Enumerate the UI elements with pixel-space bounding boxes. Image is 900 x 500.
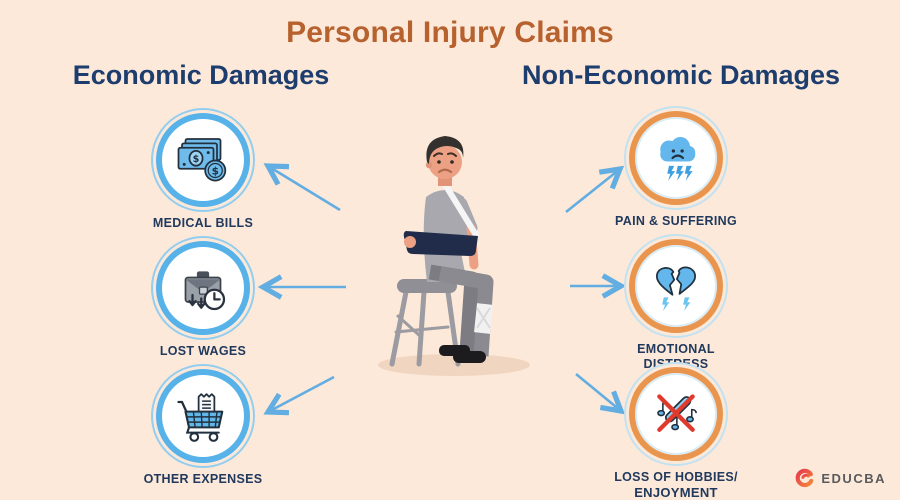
item-label-pain-suffering: PAIN & SUFFERING [615,214,737,228]
item-label-emotional-distress: EMOTIONAL DISTRESS [637,342,715,371]
non-economic-item-pain-suffering: PAIN & SUFFERING [596,111,756,229]
non-economic-damages-heading: Non-Economic Damages [521,60,841,90]
svg-text:$: $ [193,154,200,165]
arm-sling [403,231,478,256]
economic-item-other-expenses: OTHER EXPENSES [123,369,283,487]
educba-logo-text: EDUCBA [821,470,886,486]
briefcase-clock-icon [156,241,250,335]
item-label-lost-wages: LOST WAGES [159,344,247,358]
broken-heart-icon [629,239,723,333]
non-economic-item-emotional-distress: EMOTIONAL DISTRESS [596,239,756,372]
item-label-other-expenses: OTHER EXPENSES [143,472,263,486]
item-label-loss-of-hobbies: LOSS OF HOBBIES/ [614,470,738,484]
economic-damages-heading: Economic Damages [72,60,330,90]
storm-cloud-sad-icon [629,111,723,205]
item-sublabel-enjoyment: ENJOYMENT [634,484,718,500]
shopping-cart-icon [156,369,250,463]
educba-logo-icon [796,468,814,488]
item-label-medical-bills: MEDICAL BILLS [152,216,254,230]
leg-bandage [474,303,493,334]
money-bills-icon: $ $ [156,113,250,207]
sling-strap [443,183,479,238]
sad-mouth [437,168,453,174]
page-title: Personal Injury Claims [286,16,614,49]
hair [426,136,464,164]
economic-item-medical-bills: $ $ MEDICAL BILLS [123,113,283,231]
non-economic-item-loss-of-hobbies: LOSS OF HOBBIES/ ENJOYMENT [596,367,756,500]
ground-shadow [378,354,530,376]
no-music-icon [629,367,723,461]
economic-item-lost-wages: LOST WAGES [123,241,283,359]
educba-logo: EDUCBA [795,468,886,488]
stool [389,289,461,367]
injured-man-illustration [378,136,530,376]
svg-text:$: $ [212,165,219,177]
